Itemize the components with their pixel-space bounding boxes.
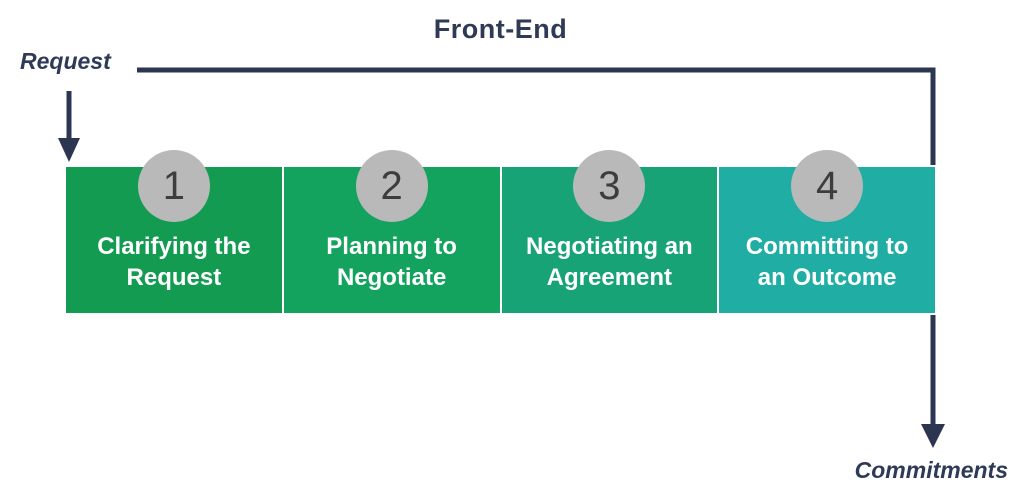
stage-negotiating-an-agreement: 3 Negotiating an Agreement xyxy=(501,150,718,313)
stage-number: 2 xyxy=(380,164,403,208)
diagram-title: Front-End xyxy=(433,14,568,44)
process-band: 1 Clarifying the Request 2 Planning to N… xyxy=(64,150,937,315)
stage-label-line: Agreement xyxy=(546,264,673,291)
stage-label: Clarifying the Request xyxy=(97,231,250,293)
stage-number: 4 xyxy=(816,164,839,208)
stage-committing-to-an-outcome: 4 Committing to an Outcome xyxy=(719,150,935,313)
stage-number-circle: 1 xyxy=(137,150,210,222)
stage-label-line: Planning to xyxy=(326,233,457,260)
stage-planning-to-negotiate: 2 Planning to Negotiate xyxy=(283,150,500,313)
commitments-label: Commitments xyxy=(854,457,1008,483)
stage-label: Negotiating an Agreement xyxy=(526,231,693,293)
stage-clarifying-the-request: 1 Clarifying the Request xyxy=(66,150,282,313)
stage-number-circle: 3 xyxy=(573,150,646,222)
stage-number-circle: 4 xyxy=(791,150,864,222)
stage-label-line: Committing to xyxy=(745,233,909,260)
stage-label: Committing to an Outcome xyxy=(746,231,909,293)
stage-label-line: Negotiate xyxy=(336,264,447,291)
stage-label-line: Request xyxy=(126,264,222,291)
request-label: Request xyxy=(20,48,111,74)
stage-number: 3 xyxy=(598,164,621,208)
arrow-down-icon xyxy=(58,138,80,162)
stage-label-line: Clarifying the xyxy=(97,233,251,260)
arrow-down-icon xyxy=(921,424,945,448)
stage-label: Planning to Negotiate xyxy=(326,231,457,293)
stage-number: 1 xyxy=(162,164,185,208)
stage-number-circle: 2 xyxy=(355,150,428,222)
stage-label-line: Negotiating an xyxy=(526,233,693,260)
stage-label-line: an Outcome xyxy=(757,264,897,291)
